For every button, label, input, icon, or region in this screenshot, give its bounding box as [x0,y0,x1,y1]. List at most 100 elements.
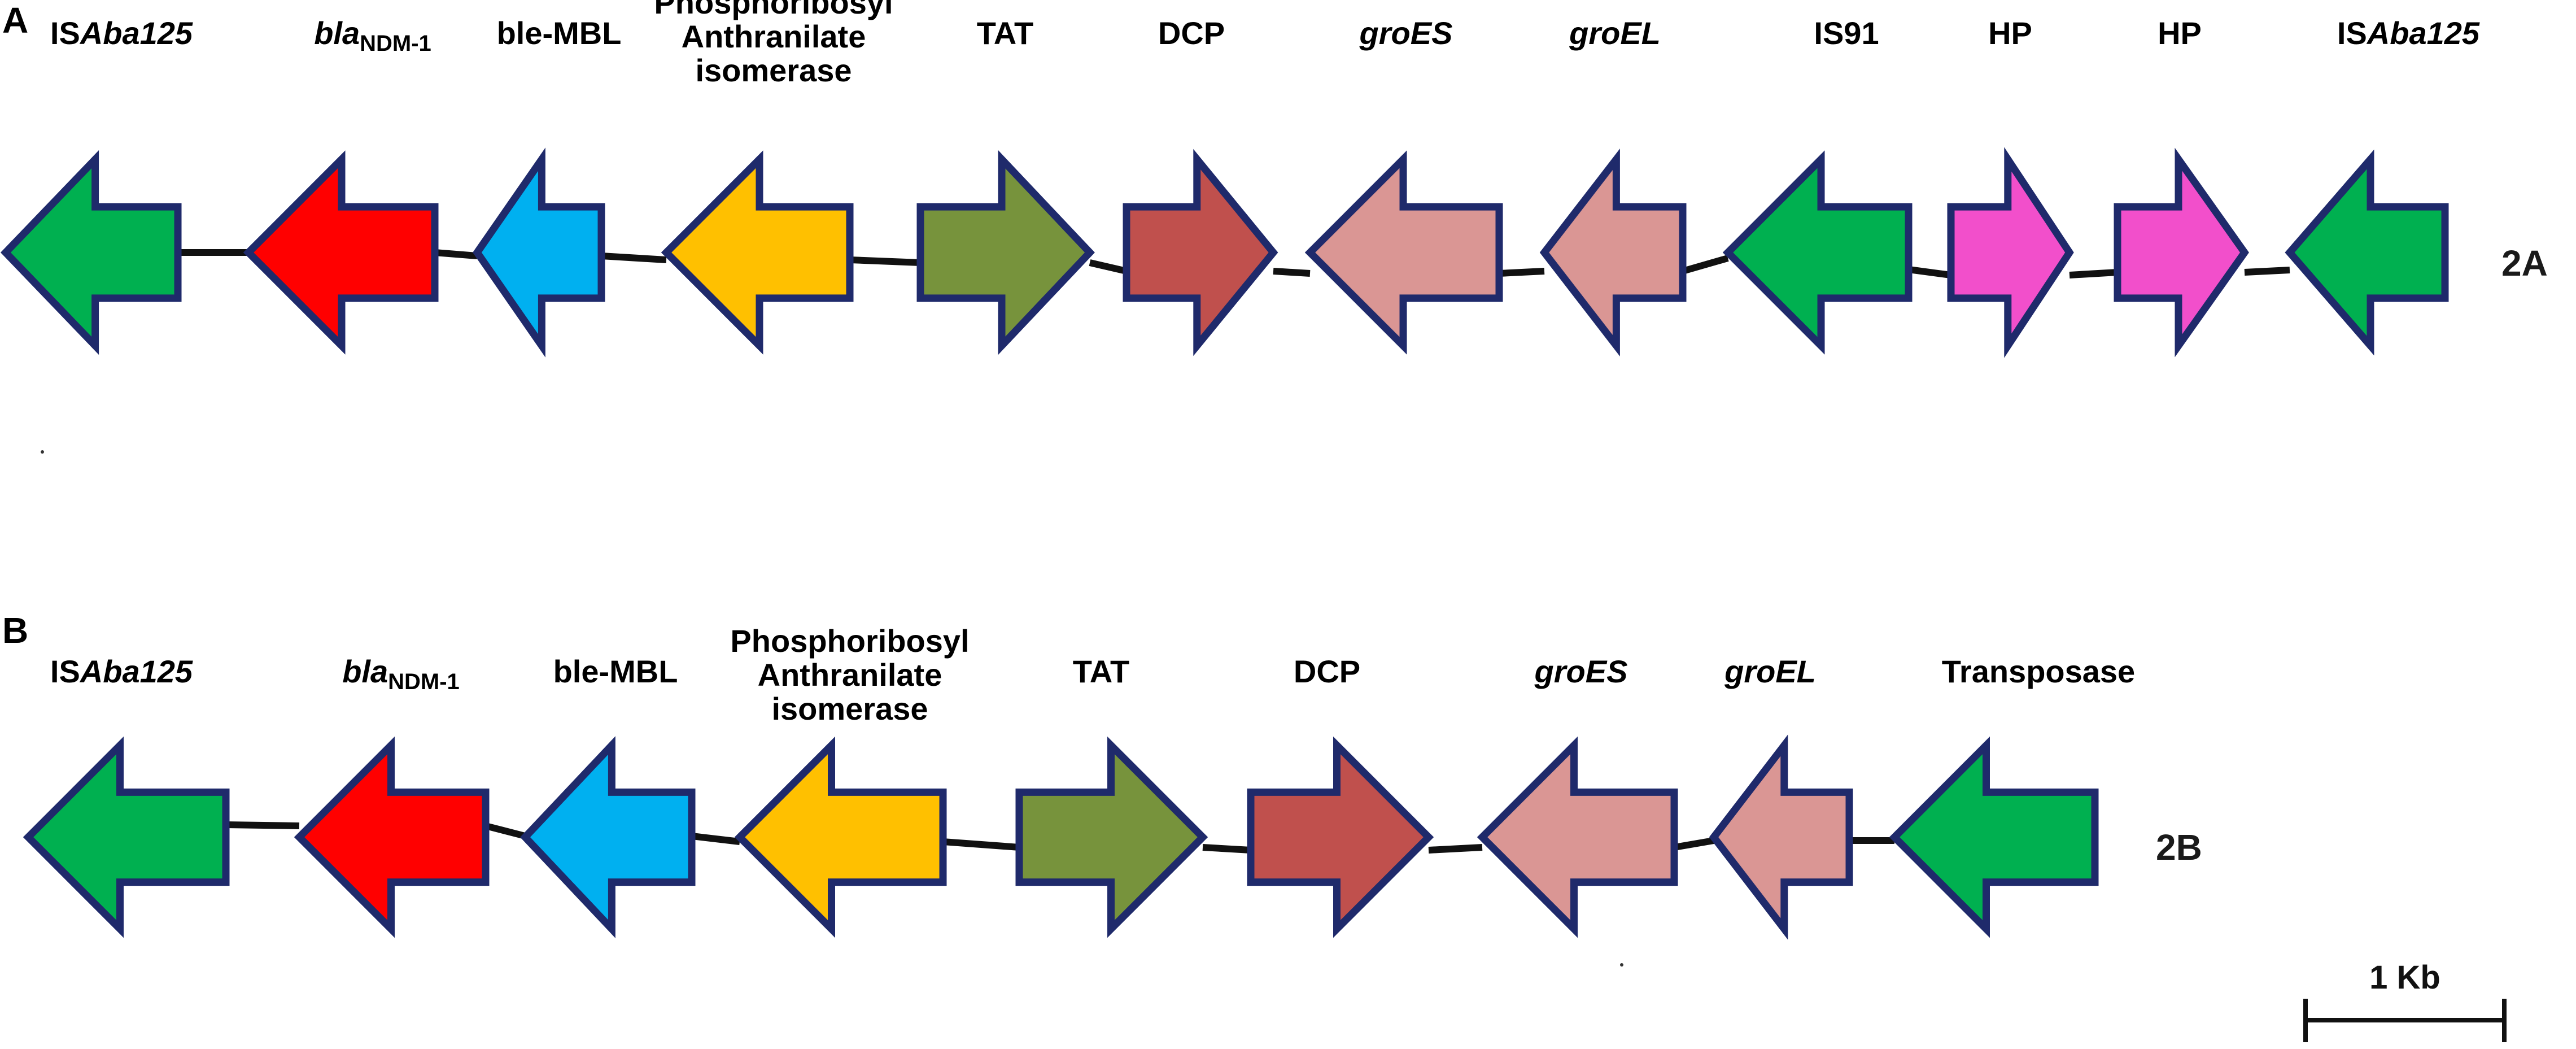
gene-label: blaNDM-1 [314,15,431,56]
gene-label-text: TAT [977,15,1034,51]
gene-arrow [734,736,947,938]
gene-arrow [23,736,230,938]
gene-label-text: HP [1988,15,2032,51]
gene-label-italic: Aba125 [79,15,193,51]
scale-bar: 1 Kb [2303,959,2507,1042]
gene-arrow [294,736,490,938]
gene-label: DCP [1294,654,1360,689]
gene-label: TAT [977,15,1034,51]
gene-label-prefix: IS [50,15,80,51]
gene-label: blaNDM-1 [342,654,460,694]
gene-label: ISAba125 [2337,15,2480,51]
gene-label-prefix: IS [2337,15,2367,51]
gene-arrow [2285,149,2449,356]
backbone-segment [1273,268,1311,277]
gene-arrow [1247,736,1434,938]
gene-label-line: Phosphoribosyl [654,0,893,20]
gene-label-line: Anthranilate [682,19,866,54]
gene-label: TAT [1073,654,1130,689]
gene-label-line: Phosphoribosyl [730,623,969,659]
gene-label: HP [2158,15,2202,51]
backbone-segment [942,838,1020,851]
gene-label: ble-MBL [553,654,678,689]
gene-label-text: TAT [1073,654,1130,689]
stray-dot [41,450,44,454]
gene-arrow [916,150,1095,355]
gene-arrow [1123,149,1278,356]
gene-arrow [1304,150,1503,355]
gene-label: groES [1359,15,1453,51]
gene-label-subscript: NDM-1 [388,669,460,694]
gene-label-line: Anthranilate [758,657,942,693]
panel-letter-b: B [2,610,28,651]
backbone-segment [2244,267,2290,276]
gene-label-italic: bla [342,654,388,689]
gene-arrow [1709,734,1853,940]
gene-label-text: IS91 [1814,15,1879,51]
gene-label: groEL [1724,654,1816,689]
gene-label: HP [1988,15,2032,51]
gene-arrow [1477,736,1678,938]
gene-label: ISAba125 [50,654,193,689]
gene-label: ble-MBL [497,15,622,51]
gene-arrow-layer [0,147,2449,940]
stray-dot [1620,963,1623,967]
backbone-segment [1908,266,1951,278]
backbone-segment [691,833,740,845]
gene-label: ISAba125 [50,15,193,51]
gene-label: Transposase [1942,654,2135,689]
backbone-segment [225,821,300,829]
gene-arrow [473,147,605,358]
gene-label: groES [1534,654,1628,689]
backbone-segment [2069,269,2118,278]
gene-label-text: ble-MBL [553,654,678,689]
backbone-layer [178,249,2290,854]
gene-label-italic: Aba125 [2366,15,2480,51]
gene-label-text: groES [1359,15,1453,51]
gene-arrow [1947,147,2074,358]
backbone-segment [484,822,526,839]
gene-arrow [243,150,439,355]
panel-tag-2b: 2B [2156,827,2202,868]
gene-arrow [520,736,696,938]
backbone-segment [1202,844,1251,854]
gene-label-text: DCP [1158,15,1225,51]
gene-arrow [0,150,182,355]
gene-label-line: isomerase [695,53,852,88]
gene-arrow [1722,150,1913,355]
gene-arrow [1539,148,1687,357]
backbone-segment [434,249,478,259]
backbone-segment [1089,259,1128,275]
gene-label-italic: bla [314,15,360,51]
panel-tag-2a: 2A [2501,243,2548,284]
gene-label-text: ble-MBL [497,15,622,51]
backbone-segment [1682,255,1729,275]
gene-label: groEL [1569,15,1661,51]
gene-label-text: DCP [1294,654,1360,689]
backbone-segment [1673,837,1715,851]
gene-label: IS91 [1814,15,1879,51]
backbone-segment [849,256,921,266]
scale-bar-label: 1 Kb [2369,959,2440,996]
backbone-segment [1499,268,1545,277]
backbone-segment [601,253,667,263]
gene-label-text: Transposase [1942,654,2135,689]
gene-label-text: groEL [1724,654,1816,689]
gene-label-prefix: IS [50,654,80,689]
gene-label-text: groEL [1569,15,1661,51]
gene-label-subscript: NDM-1 [360,31,431,56]
gene-label: DCP [1158,15,1225,51]
gene-arrow [2114,147,2249,358]
panel-letter-a: A [2,0,28,41]
gene-label-text: HP [2158,15,2202,51]
gene-arrow [1889,736,2099,938]
backbone-segment [1428,844,1483,854]
gene-arrow [661,150,854,355]
gene-label-text: groES [1534,654,1628,689]
gene-label-line: isomerase [771,691,928,726]
gene-arrow [1015,736,1208,938]
